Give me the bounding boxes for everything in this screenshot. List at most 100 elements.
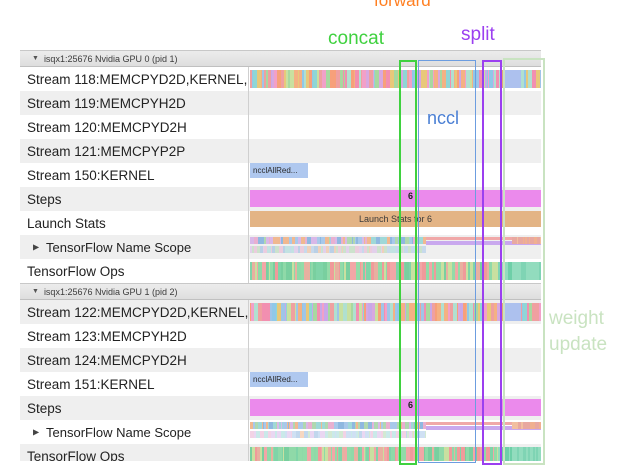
timeline-row[interactable]: Stream 122:MEMCPYD2D,KERNEL,MI (20, 300, 541, 324)
timeline-row[interactable]: Stream 118:MEMCPYD2D,KERNEL,ME (20, 67, 541, 91)
row-label: Stream 122:MEMCPYD2D,KERNEL,MI (27, 304, 248, 320)
trace-viewer-panel[interactable]: ▼ isqx1:25676 Nvidia GPU 0 (pid 1) Stream … (20, 50, 541, 461)
annotation-weight-update-line2: update (549, 334, 608, 355)
row-track[interactable] (250, 139, 541, 163)
collapse-triangle-icon[interactable]: ▼ (32, 55, 39, 62)
row-divider (248, 420, 249, 444)
group-header-label: isqx1:25676 Nvidia GPU 1 (pid 2) (43, 286, 178, 297)
row-label: TensorFlow Ops (27, 448, 125, 462)
row-divider (248, 372, 249, 396)
row-label-cell[interactable]: Stream 122:MEMCPYD2D,KERNEL,MI (20, 304, 248, 320)
row-label-cell[interactable]: Steps (20, 191, 248, 207)
row-label: Steps (27, 400, 62, 416)
row-track[interactable]: 6 (250, 187, 541, 211)
steps-bar[interactable]: 6 (250, 399, 541, 416)
row-label-cell[interactable]: Stream 118:MEMCPYD2D,KERNEL,ME (20, 72, 248, 87)
row-label-cell[interactable]: ▶ TensorFlow Name Scope (20, 239, 248, 255)
row-label: TensorFlow Name Scope (46, 424, 192, 440)
row-divider (248, 396, 249, 420)
launch-stats-bar[interactable]: Launch Stats for 6 (250, 211, 541, 227)
row-label: Stream 124:MEMCPYD2H (27, 352, 187, 368)
row-track[interactable] (250, 348, 541, 372)
collapse-triangle-icon[interactable]: ▼ (32, 288, 39, 295)
nccl-block[interactable]: ncclAllRed... (250, 372, 308, 387)
row-track[interactable] (250, 420, 541, 444)
group-header[interactable]: ▼ isqx1:25676 Nvidia GPU 1 (pid 2) (20, 283, 541, 300)
row-label: Stream 120:MEMCPYD2H (27, 119, 187, 135)
annotation-weight-update-line1: weight (549, 308, 604, 329)
row-track[interactable] (250, 115, 541, 139)
row-label-cell[interactable]: Stream 120:MEMCPYD2H (20, 120, 248, 135)
row-label: TensorFlow Ops (27, 263, 125, 279)
row-track[interactable] (250, 444, 541, 461)
expand-caret-icon[interactable]: ▶ (33, 242, 40, 252)
row-label: Steps (27, 191, 62, 207)
row-label: Stream 119:MEMCPYH2D (27, 95, 186, 111)
row-track[interactable]: ncclAllRed... (250, 163, 541, 187)
timeline-row[interactable]: ▶ TensorFlow Name Scope (20, 420, 541, 444)
row-divider (248, 259, 249, 283)
timeline-row[interactable]: Stream 121:MEMCPYP2P (20, 139, 541, 163)
annotation-split: split (461, 24, 495, 45)
row-divider (248, 163, 249, 187)
row-label-cell[interactable]: Stream 151:KERNEL (20, 377, 248, 392)
row-track[interactable]: 6 (250, 396, 541, 420)
row-label-cell[interactable]: TensorFlow Ops (20, 448, 248, 462)
row-track[interactable] (250, 235, 541, 259)
group-header[interactable]: ▼ isqx1:25676 Nvidia GPU 0 (pid 1) (20, 50, 541, 67)
row-divider (248, 115, 249, 139)
row-divider (248, 91, 249, 115)
row-label-cell[interactable]: Stream 150:KERNEL (20, 168, 248, 183)
row-divider (248, 348, 249, 372)
nccl-block[interactable]: ncclAllRed... (250, 163, 308, 178)
row-divider (248, 187, 249, 211)
timeline-row[interactable]: Steps 6 (20, 396, 541, 420)
row-track[interactable]: ncclAllRed... (250, 372, 541, 396)
timeline-row[interactable]: Stream 150:KERNEL ncclAllRed... (20, 163, 541, 187)
timeline-row[interactable]: Stream 119:MEMCPYH2D (20, 91, 541, 115)
timeline-row[interactable]: ▶ TensorFlow Name Scope (20, 235, 541, 259)
row-divider (248, 211, 249, 235)
row-track[interactable] (250, 324, 541, 348)
timeline-row[interactable]: Launch Stats Launch Stats for 6 (20, 211, 541, 235)
timeline-row[interactable]: TensorFlow Ops (20, 444, 541, 461)
row-label: TensorFlow Name Scope (46, 239, 192, 255)
steps-bar[interactable]: 6 (250, 190, 541, 207)
row-label-cell[interactable]: Stream 119:MEMCPYH2D (20, 95, 248, 111)
row-label-cell[interactable]: Stream 121:MEMCPYP2P (20, 143, 248, 159)
row-track[interactable] (250, 67, 541, 91)
timeline-row[interactable]: Stream 123:MEMCPYH2D (20, 324, 541, 348)
row-divider (248, 67, 249, 91)
row-label-cell[interactable]: Steps (20, 400, 248, 416)
row-label-cell[interactable]: Stream 123:MEMCPYH2D (20, 329, 248, 344)
row-track[interactable] (250, 91, 541, 115)
row-divider (248, 235, 249, 259)
row-divider (248, 300, 249, 324)
expand-caret-icon[interactable]: ▶ (33, 427, 40, 437)
row-divider (248, 444, 249, 461)
group-header-label: isqx1:25676 Nvidia GPU 0 (pid 1) (43, 53, 178, 64)
orange-annotation-label: forward (374, 0, 431, 10)
timeline-row[interactable]: Stream 120:MEMCPYD2H (20, 115, 541, 139)
row-track[interactable] (250, 259, 541, 283)
row-label: Launch Stats (27, 215, 106, 231)
row-track[interactable]: Launch Stats for 6 (250, 211, 541, 235)
row-label-cell[interactable]: Stream 124:MEMCPYD2H (20, 352, 248, 368)
timeline-row[interactable]: TensorFlow Ops (20, 259, 541, 283)
row-label-cell[interactable]: Launch Stats (20, 216, 248, 231)
row-label-cell[interactable]: ▶ TensorFlow Name Scope (20, 425, 248, 440)
timeline-row[interactable]: Steps 6 (20, 187, 541, 211)
row-track[interactable] (250, 300, 541, 324)
timeline-row[interactable]: Stream 124:MEMCPYD2H (20, 348, 541, 372)
row-divider (248, 324, 249, 348)
annotation-weight-update: weight update (549, 306, 607, 358)
row-divider (248, 139, 249, 163)
steps-value: 6 (408, 400, 414, 410)
row-label: Stream 150:KERNEL (27, 167, 155, 183)
annotation-concat: concat (328, 28, 384, 49)
steps-value: 6 (408, 191, 414, 201)
row-label: Stream 121:MEMCPYP2P (27, 143, 186, 159)
row-label-cell[interactable]: TensorFlow Ops (20, 264, 248, 279)
row-label: Stream 123:MEMCPYH2D (27, 328, 187, 344)
